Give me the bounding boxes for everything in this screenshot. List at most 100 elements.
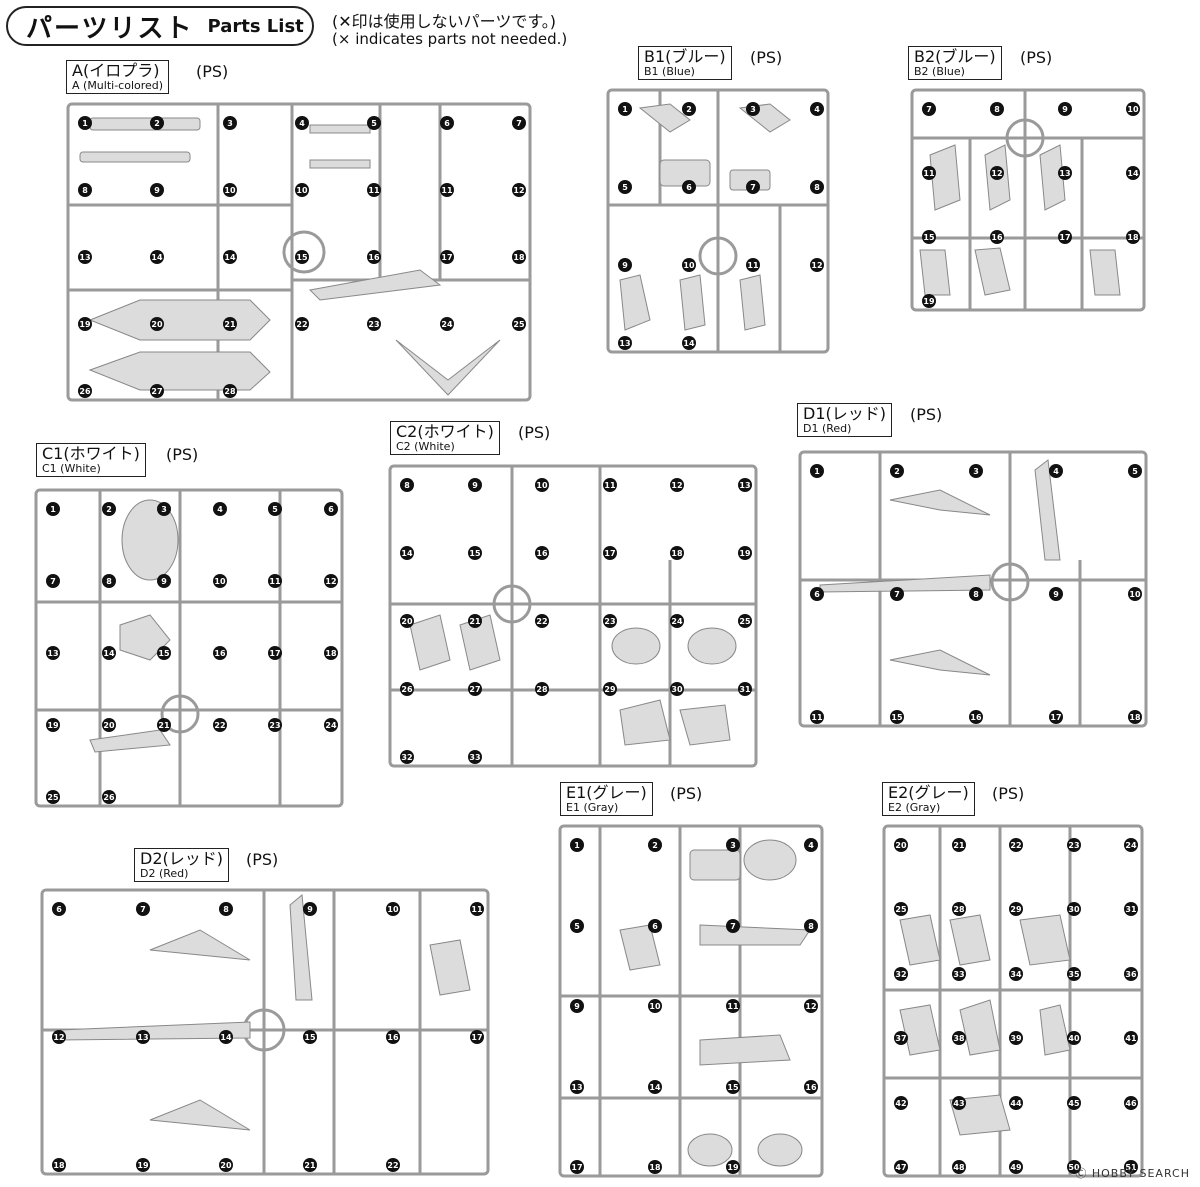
- part-number-badge: 29: [603, 682, 617, 696]
- part-number-badge: 16: [969, 710, 983, 724]
- part-number-badge: 19: [136, 1158, 150, 1172]
- part-number-badge: 1: [78, 116, 92, 130]
- part-number-badge: 19: [922, 294, 936, 308]
- part-number-badge: 4: [295, 116, 309, 130]
- part-number-badge: 11: [746, 258, 760, 272]
- part-number-badge: 19: [46, 718, 60, 732]
- part-number-badge: 12: [512, 183, 526, 197]
- part-number-badge: 18: [324, 646, 338, 660]
- part-number-badge: 24: [1124, 838, 1138, 852]
- sprue-material-d1: (PS): [910, 405, 943, 424]
- unused-parts-note-en: (× indicates parts not needed.): [332, 30, 568, 48]
- part-number-badge: 16: [213, 646, 227, 660]
- parts-list-title: パーツリスト Parts List: [6, 6, 314, 46]
- sprue-label-d2: D2(レッド) D2 (Red): [134, 848, 229, 882]
- part-number-badge: 31: [738, 682, 752, 696]
- part-number-badge: 32: [400, 750, 414, 764]
- sprue-label-b2: B2(ブルー) B2 (Blue): [908, 46, 1002, 80]
- part-number-badge: 15: [890, 710, 904, 724]
- part-number-badge: 6: [52, 902, 66, 916]
- part-number-badge: 9: [618, 258, 632, 272]
- part-number-badge: 28: [535, 682, 549, 696]
- part-number-badge: 2: [102, 502, 116, 516]
- part-number-badge: 11: [470, 902, 484, 916]
- part-number-badge: 22: [386, 1158, 400, 1172]
- part-number-badge: 3: [969, 464, 983, 478]
- sprue-label-b1: B1(ブルー) B1 (Blue): [638, 46, 732, 80]
- sprue-label-c2: C2(ホワイト) C2 (White): [390, 421, 500, 455]
- part-number-badge: 7: [512, 116, 526, 130]
- part-number-badge: 8: [78, 183, 92, 197]
- part-number-badge: 9: [570, 999, 584, 1013]
- sprue-material-c1: (PS): [166, 445, 199, 464]
- part-number-badge: 11: [268, 574, 282, 588]
- part-number-badge: 3: [223, 116, 237, 130]
- part-number-badge: 17: [1049, 710, 1063, 724]
- part-number-badge: 39: [1009, 1031, 1023, 1045]
- part-number-badge: 18: [52, 1158, 66, 1172]
- part-number-badge: 16: [804, 1080, 818, 1094]
- part-number-badge: 5: [268, 502, 282, 516]
- part-number-badge: 32: [894, 967, 908, 981]
- part-number-badge: 11: [603, 478, 617, 492]
- part-number-badge: 10: [213, 574, 227, 588]
- part-number-badge: 24: [670, 614, 684, 628]
- part-number-badge: 14: [219, 1030, 233, 1044]
- part-number-badge: 4: [804, 838, 818, 852]
- part-number-badge: 7: [46, 574, 60, 588]
- part-number-badge: 36: [1124, 967, 1138, 981]
- part-number-badge: 9: [303, 902, 317, 916]
- part-number-badge: 43: [952, 1096, 966, 1110]
- part-number-badge: 40: [1067, 1031, 1081, 1045]
- part-number-badge: 13: [570, 1080, 584, 1094]
- part-number-badge: 14: [150, 250, 164, 264]
- part-number-badge: 16: [386, 1030, 400, 1044]
- part-number-badge: 22: [535, 614, 549, 628]
- part-number-badge: 6: [682, 180, 696, 194]
- part-number-badge: 17: [1058, 230, 1072, 244]
- part-number-badge: 12: [324, 574, 338, 588]
- part-number-badge: 8: [400, 478, 414, 492]
- part-number-badge: 13: [618, 336, 632, 350]
- part-number-badge: 15: [157, 646, 171, 660]
- sprue-material-b1: (PS): [750, 48, 783, 67]
- part-number-badge: 2: [890, 464, 904, 478]
- sprue-material-a: (PS): [196, 62, 229, 81]
- part-number-badge: 34: [1009, 967, 1023, 981]
- part-number-badge: 33: [952, 967, 966, 981]
- part-number-badge: 25: [738, 614, 752, 628]
- part-number-badge: 21: [157, 718, 171, 732]
- part-number-badge: 17: [440, 250, 454, 264]
- part-number-badge: 3: [746, 102, 760, 116]
- part-number-badge: 5: [367, 116, 381, 130]
- part-number-badge: 33: [468, 750, 482, 764]
- sprue-material-e2: (PS): [992, 784, 1025, 803]
- part-number-badge: 26: [78, 384, 92, 398]
- sprue-frame-c1: [34, 488, 344, 808]
- part-number-badge: 27: [468, 682, 482, 696]
- part-number-badge: 48: [952, 1160, 966, 1174]
- title-japanese: パーツリスト: [26, 13, 194, 44]
- part-number-badge: 5: [618, 180, 632, 194]
- part-number-badge: 13: [738, 478, 752, 492]
- part-number-badge: 10: [1126, 102, 1140, 116]
- part-number-badge: 12: [990, 166, 1004, 180]
- title-english: Parts List: [207, 15, 304, 37]
- part-number-badge: 14: [682, 336, 696, 350]
- part-number-badge: 10: [648, 999, 662, 1013]
- part-number-badge: 21: [303, 1158, 317, 1172]
- part-number-badge: 13: [78, 250, 92, 264]
- part-number-badge: 20: [894, 838, 908, 852]
- sprue-frame-e2: [882, 824, 1144, 1178]
- part-number-badge: 45: [1067, 1096, 1081, 1110]
- part-number-badge: 5: [570, 919, 584, 933]
- part-number-badge: 29: [1009, 902, 1023, 916]
- part-number-badge: 30: [670, 682, 684, 696]
- part-number-badge: 22: [1009, 838, 1023, 852]
- part-number-badge: 12: [670, 478, 684, 492]
- part-number-badge: 14: [648, 1080, 662, 1094]
- part-number-badge: 2: [682, 102, 696, 116]
- part-number-badge: 25: [512, 317, 526, 331]
- part-number-badge: 3: [726, 838, 740, 852]
- part-number-badge: 2: [648, 838, 662, 852]
